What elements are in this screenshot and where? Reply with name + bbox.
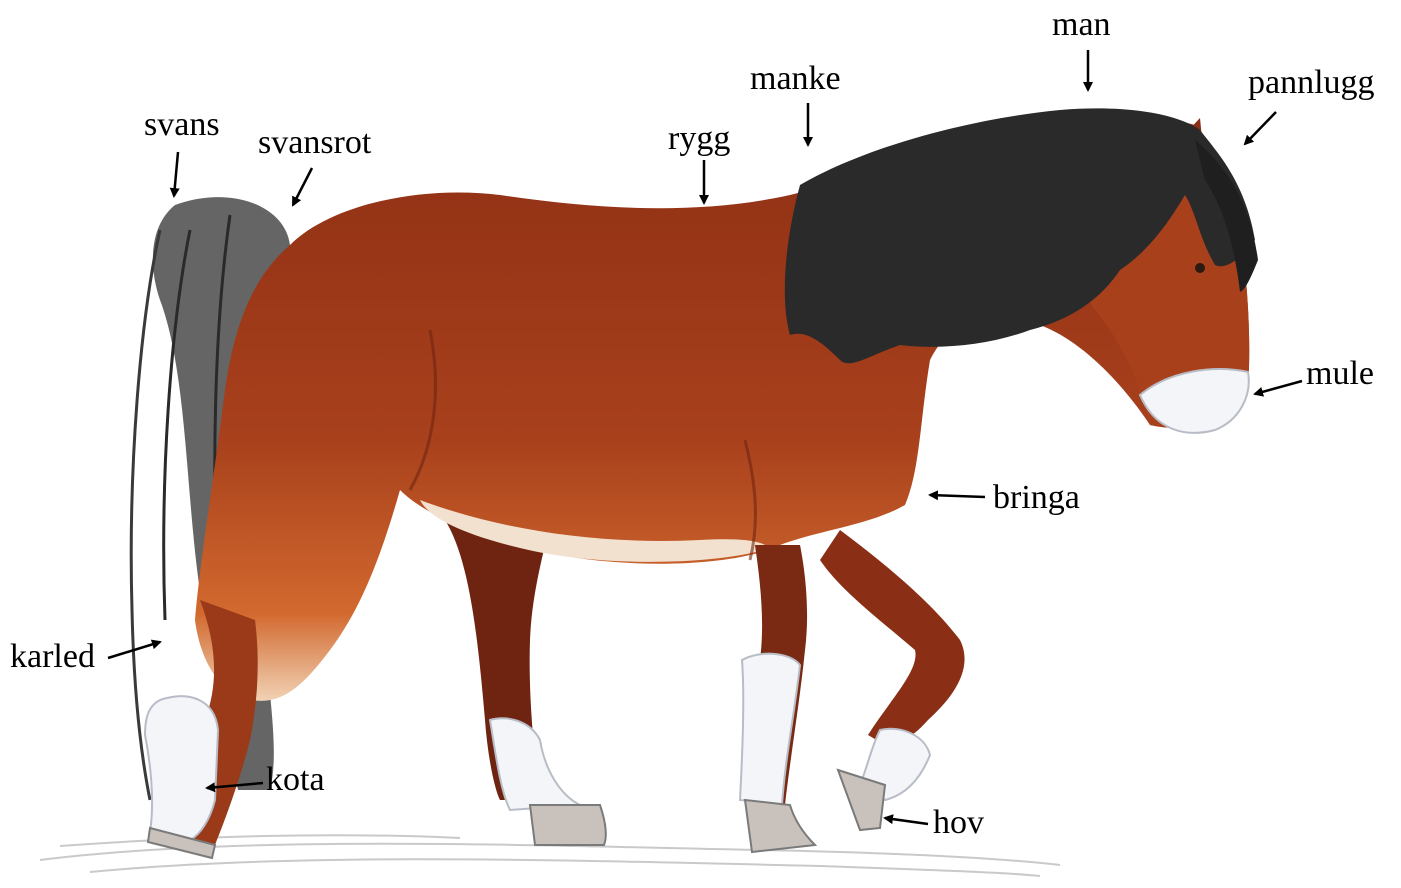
arrow-hov xyxy=(885,818,928,824)
label-kota: kota xyxy=(266,763,325,797)
label-hov: hov xyxy=(933,806,984,840)
label-karled: karled xyxy=(10,640,95,674)
label-mule: mule xyxy=(1306,357,1374,391)
arrow-pannlugg xyxy=(1245,112,1276,144)
lifted-hoof xyxy=(838,729,930,830)
label-manke: manke xyxy=(750,62,841,96)
far-hind-hoof xyxy=(490,718,606,845)
label-pannlugg: pannlugg xyxy=(1248,66,1375,100)
arrow-svansrot xyxy=(293,168,312,205)
label-man: man xyxy=(1052,8,1111,42)
label-rygg: rygg xyxy=(668,122,730,156)
near-front-leg xyxy=(740,545,815,852)
label-svansrot: svansrot xyxy=(258,126,371,160)
arrow-mule xyxy=(1255,381,1302,394)
label-svans: svans xyxy=(144,108,220,142)
arrow-svans xyxy=(174,152,178,196)
arrow-bringa xyxy=(930,495,985,497)
label-bringa: bringa xyxy=(993,481,1080,515)
